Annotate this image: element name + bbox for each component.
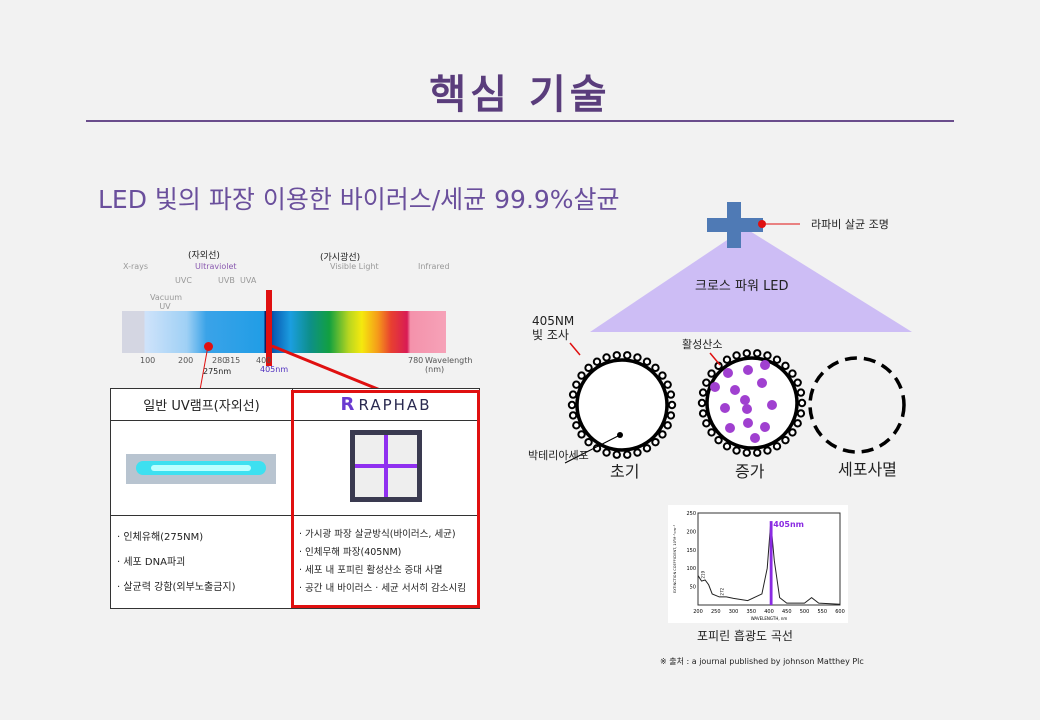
ros-particle: [757, 378, 767, 388]
x-tick-label: 500: [800, 609, 810, 615]
band-uvc: UVC: [175, 276, 192, 285]
label-275nm: 275nm: [203, 367, 232, 376]
ros-particle: [720, 403, 730, 413]
ros-particle: [760, 422, 770, 432]
tick-100: 100: [140, 356, 156, 365]
feature: · 인체유해(275NM): [117, 531, 204, 543]
y-tick-label: 50: [690, 585, 696, 591]
plot-frame: [697, 512, 841, 606]
comparison-table: 일반 UV램프(자외선) R RAPHAB · 인체유해(275NM) · 세포…: [110, 388, 480, 609]
spectrum-bar: [122, 311, 446, 353]
chart-caption: 포피린 흡광도 곡선: [697, 629, 793, 643]
ros-particle: [743, 418, 753, 428]
visible-korean-label: (가시광선): [320, 253, 361, 263]
tick-200: 200: [178, 356, 194, 365]
tick-780: 780: [408, 356, 424, 365]
uv-korean-label: (자외선): [188, 251, 220, 261]
x-tick-label: 550: [817, 609, 827, 615]
ros-particle: [767, 400, 777, 410]
title-divider: [86, 120, 954, 122]
stage-initial: 초기: [610, 462, 640, 481]
x-tick-label: 350: [746, 609, 756, 615]
tick-315: 315: [225, 356, 241, 365]
x-axis-label: WAVELENGTH, nm: [751, 616, 788, 621]
x-tick-label: 250: [711, 609, 721, 615]
spectrum-figure: (자외선) (가시광선) X-rays Ultraviolet Visible …: [120, 248, 473, 378]
dead-cell: [808, 356, 906, 454]
y-tick-label: 200: [686, 529, 696, 535]
uv-lamp-image: [110, 420, 293, 516]
highlight-label: 405nm: [773, 520, 804, 529]
axis-label: Wavelength (nm): [425, 356, 473, 374]
uv-lamp-icon: [126, 454, 276, 484]
x-tick-label: 600: [835, 609, 845, 615]
x-tick-label: 400: [764, 609, 774, 615]
tick-280: 280: [212, 356, 228, 365]
sterilization-diagram: [564, 202, 912, 464]
band-uvb: UVB: [218, 276, 235, 285]
band-vacuum-uv: Vacuum UV: [150, 293, 183, 311]
y-tick-label: 150: [686, 548, 696, 554]
ros-particle: [725, 423, 735, 433]
405nm-highlight: [769, 521, 773, 605]
peak-annotation: 219: [701, 570, 706, 578]
ros-particle: [740, 395, 750, 405]
feature: · 살균력 강함(외부노출금지): [117, 581, 236, 593]
uv-lamp-features: · 인체유해(275NM) · 세포 DNA파괴 · 살균력 강함(외부노출금지…: [110, 515, 293, 609]
tick-400: 400: [256, 356, 272, 365]
ros-particle: [742, 404, 752, 414]
chart-source: ※ 출처 : a journal published by johnson Ma…: [660, 657, 864, 666]
bacteria-label: 박테리아세포: [528, 449, 589, 462]
irradiation-label-1: 405NM: [532, 314, 575, 328]
y-tick-label: 250: [686, 511, 696, 517]
ros-particle: [723, 368, 733, 378]
ros-particle: [760, 360, 770, 370]
raphab-features: · 가시광 파장 살균방식(바이러스, 세균) · 인체무해 파장(405NM)…: [292, 515, 480, 609]
feature: · 세포 내 포피린 활성산소 증대 사멸: [299, 565, 443, 576]
y-axis-label: EXTINCTION COEFFICIENT, 10³M⁻¹cm⁻¹: [673, 524, 677, 593]
ros-particle: [710, 382, 720, 392]
raphab-highlight-box: [291, 390, 480, 608]
arrow-icon: [569, 342, 581, 356]
led-label: 크로스 파워 LED: [695, 279, 789, 294]
band-infrared: Infrared: [418, 262, 450, 271]
subtitle: LED 빛의 파장 이용한 바이러스/세균 99.9%살균: [98, 185, 620, 214]
band-visible: Visible Light: [330, 262, 379, 271]
porphyrin-chart: 200 250 300 350 400 450 500 550 600 50 100 150 200 25…: [668, 505, 848, 623]
feature: · 가시광 파장 살균방식(바이러스, 세균): [299, 529, 456, 540]
page-title: 핵심 기술: [429, 72, 611, 118]
irradiation-label-2: 빛 조사: [532, 328, 569, 342]
raphab-brand: RAPHAB: [358, 396, 432, 414]
arrow-icon: [709, 352, 721, 366]
275nm-dot: [204, 342, 213, 351]
feature: · 세포 DNA파괴: [117, 556, 186, 568]
band-uva: UVA: [240, 276, 257, 285]
x-tick-label: 450: [782, 609, 792, 615]
uv-lamp-header: 일반 UV램프(자외선): [110, 388, 293, 421]
ros-particle: [750, 433, 760, 443]
cross-led-panel-icon: [350, 430, 422, 502]
feature: · 공간 내 바이러스 · 세균 서서히 감소시킴: [299, 583, 467, 594]
x-tick-label: 300: [729, 609, 739, 615]
stage-cell-death: 세포사멸: [838, 460, 897, 479]
raphab-logo: R: [340, 394, 355, 415]
ros-particle: [743, 365, 753, 375]
ros-label: 활성산소: [682, 338, 723, 351]
x-tick-label: 200: [693, 609, 703, 615]
band-uv: Ultraviolet: [195, 262, 237, 271]
405nm-marker: [266, 290, 272, 366]
lamp-label: 라파비 살균 조명: [811, 218, 889, 231]
stage-increase: 증가: [735, 462, 765, 481]
y-tick-label: 100: [686, 566, 696, 572]
light-cone: [590, 228, 912, 332]
feature: · 인체무해 파장(405NM): [299, 547, 402, 558]
ros-particle: [730, 385, 740, 395]
bacteria-cell: [575, 358, 669, 452]
band-xrays: X-rays: [123, 262, 149, 271]
absorbance-line: [697, 522, 841, 605]
peak-annotation: 272: [720, 587, 725, 595]
